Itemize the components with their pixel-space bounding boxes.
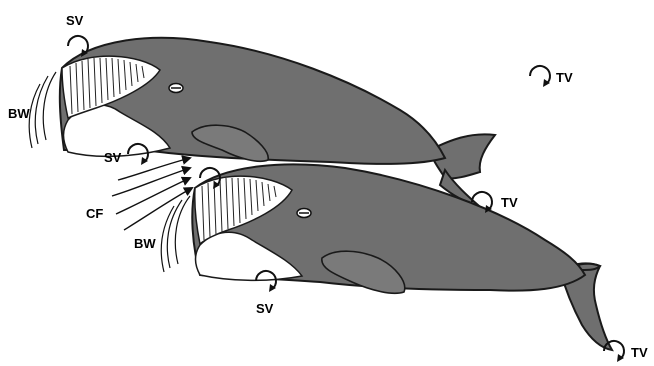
cf-label: CF (86, 206, 103, 221)
circular-arrow-icon (68, 36, 88, 57)
lower-bow-wave (161, 196, 190, 272)
circular-arrow-icon (530, 66, 550, 87)
lower-whale (192, 164, 612, 350)
bw-label-lower: BW (134, 236, 156, 251)
sv-label-middle: SV (104, 150, 122, 165)
sv-label-top: SV (66, 13, 84, 28)
tv-label-middle: TV (501, 195, 518, 210)
upper-bow-wave (29, 72, 56, 148)
circular-arrow-icon (604, 341, 624, 362)
sv-label-bottom: SV (256, 301, 274, 316)
tv-label-upper-right: TV (556, 70, 573, 85)
tv-label-bottom: TV (631, 345, 648, 360)
bw-label-upper: BW (8, 106, 30, 121)
cross-flow-arrows (112, 158, 192, 230)
